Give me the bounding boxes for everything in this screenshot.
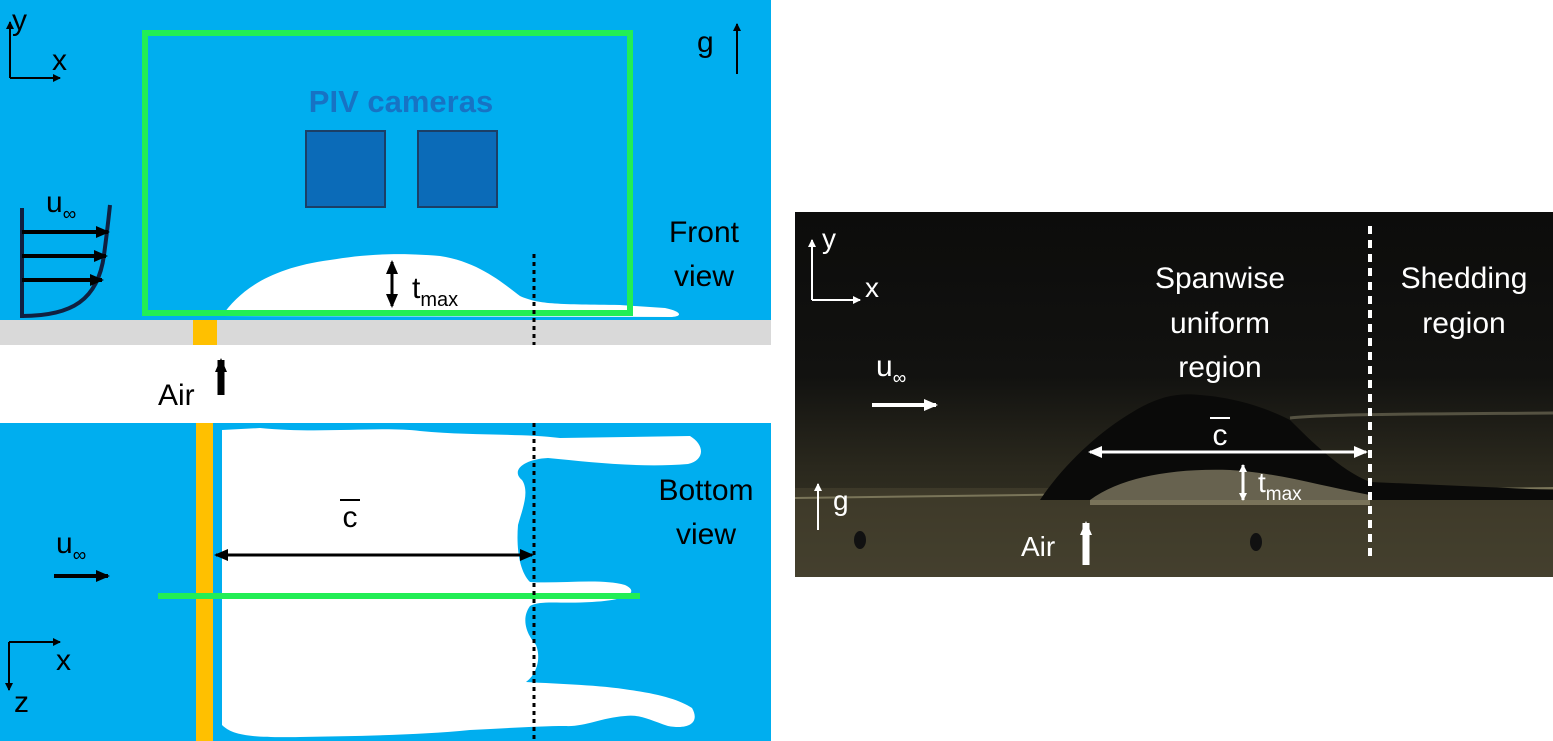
chord-label: c	[343, 501, 358, 534]
piv-camera-left	[305, 130, 386, 208]
photo-u-inf: u∞	[872, 350, 938, 411]
front-gravity: g	[697, 23, 741, 74]
bottom-view-panel: c u∞ x z Bottom view	[0, 423, 771, 741]
svg-text:Spanwise: Spanwise	[1155, 262, 1285, 295]
front-u-inf: u∞	[46, 186, 76, 225]
front-tmax: tmax	[386, 260, 458, 311]
photo-tmax: tmax	[1239, 464, 1302, 505]
front-axes: y x	[6, 4, 67, 82]
svg-text:c: c	[1213, 419, 1228, 452]
shedding-region-label: Shedding region	[1401, 262, 1528, 340]
photo-hole-right	[1250, 533, 1262, 551]
front-view-panel: y x g PIV cameras u∞ tmax	[0, 0, 771, 345]
bottom-axes: x z	[5, 638, 71, 719]
svg-text:uniform: uniform	[1170, 307, 1270, 340]
photo-hole-left	[854, 531, 866, 549]
bottom-axis-z: z	[14, 686, 29, 719]
photo-gravity: g	[814, 483, 849, 530]
air-inlet: Air	[158, 358, 227, 412]
front-axis-y: y	[12, 4, 27, 37]
photo-chord: c	[1088, 417, 1368, 458]
front-axis-x: x	[52, 44, 67, 77]
spanwise-region-label: Spanwise uniform region	[1155, 262, 1285, 384]
svg-text:view: view	[676, 518, 736, 551]
svg-text:g: g	[833, 485, 849, 516]
bottom-view-label: Bottom	[658, 474, 753, 507]
svg-text:tmax: tmax	[1258, 467, 1302, 505]
bottom-chord: c	[214, 499, 534, 561]
front-slot	[193, 320, 217, 345]
bottom-axis-x: x	[56, 644, 71, 677]
svg-text:Air: Air	[1021, 531, 1055, 562]
svg-text:Shedding: Shedding	[1401, 262, 1528, 295]
front-view-label: Front	[669, 216, 740, 249]
photo-axis-y: y	[822, 223, 836, 254]
velocity-profile: u∞	[20, 186, 112, 318]
piv-cameras-label: PIV cameras	[309, 84, 493, 119]
svg-text:u∞: u∞	[876, 350, 906, 389]
piv-frame	[142, 30, 633, 316]
photo-axes: y x	[808, 223, 879, 304]
bottom-cavity	[222, 428, 702, 738]
photo-panel: y x u∞ g Air c tmax	[794, 212, 1553, 577]
svg-text:tmax: tmax	[412, 272, 458, 311]
gravity-label: g	[697, 26, 714, 59]
svg-text:region: region	[1178, 351, 1261, 384]
piv-camera-right	[417, 130, 498, 208]
photo-axis-x: x	[865, 272, 879, 303]
svg-text:view: view	[674, 260, 734, 293]
bottom-slot	[196, 423, 213, 741]
svg-text:region: region	[1422, 307, 1505, 340]
bottom-u-inf: u∞	[54, 527, 110, 582]
front-wall	[0, 320, 771, 345]
air-label: Air	[158, 379, 195, 412]
photo-air: Air	[1021, 521, 1092, 565]
front-cavity	[222, 254, 680, 317]
svg-text:u∞: u∞	[56, 527, 86, 566]
